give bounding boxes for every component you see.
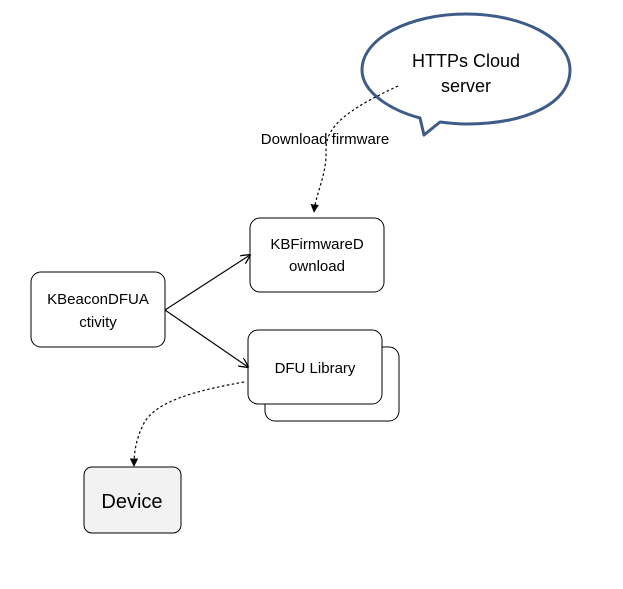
node-kbeacon-dfu-activity: KBeaconDFUA ctivity	[30, 271, 166, 348]
activity-to-dfu-library-arrow	[164, 309, 248, 367]
activity-label-line1: KBeaconDFUA	[47, 291, 149, 308]
activity-to-firmware-arrow	[164, 255, 250, 311]
dfu-library-to-device-arrow	[129, 381, 245, 467]
cloud-label-line2: server	[441, 76, 491, 96]
firmware-label-line2: ownload	[289, 258, 345, 275]
cloud-label-line1: HTTPs Cloud	[412, 51, 520, 71]
node-kbfirmware-download: KBFirmwareD ownload	[249, 217, 385, 293]
cloud-to-firmware-arrow	[310, 85, 399, 213]
download-firmware-label: Download firmware	[261, 131, 389, 148]
cloud-bubble-shape	[360, 12, 572, 137]
dfu-library-label: DFU Library	[275, 360, 356, 377]
firmware-label-line1: KBFirmwareD	[270, 236, 364, 253]
node-device: Device	[83, 466, 182, 534]
node-dfu-library: DFU Library	[247, 329, 400, 422]
activity-label-line2: ctivity	[79, 314, 117, 331]
cloud-server-bubble: HTTPs Cloud server	[360, 12, 572, 137]
device-label: Device	[101, 491, 162, 513]
